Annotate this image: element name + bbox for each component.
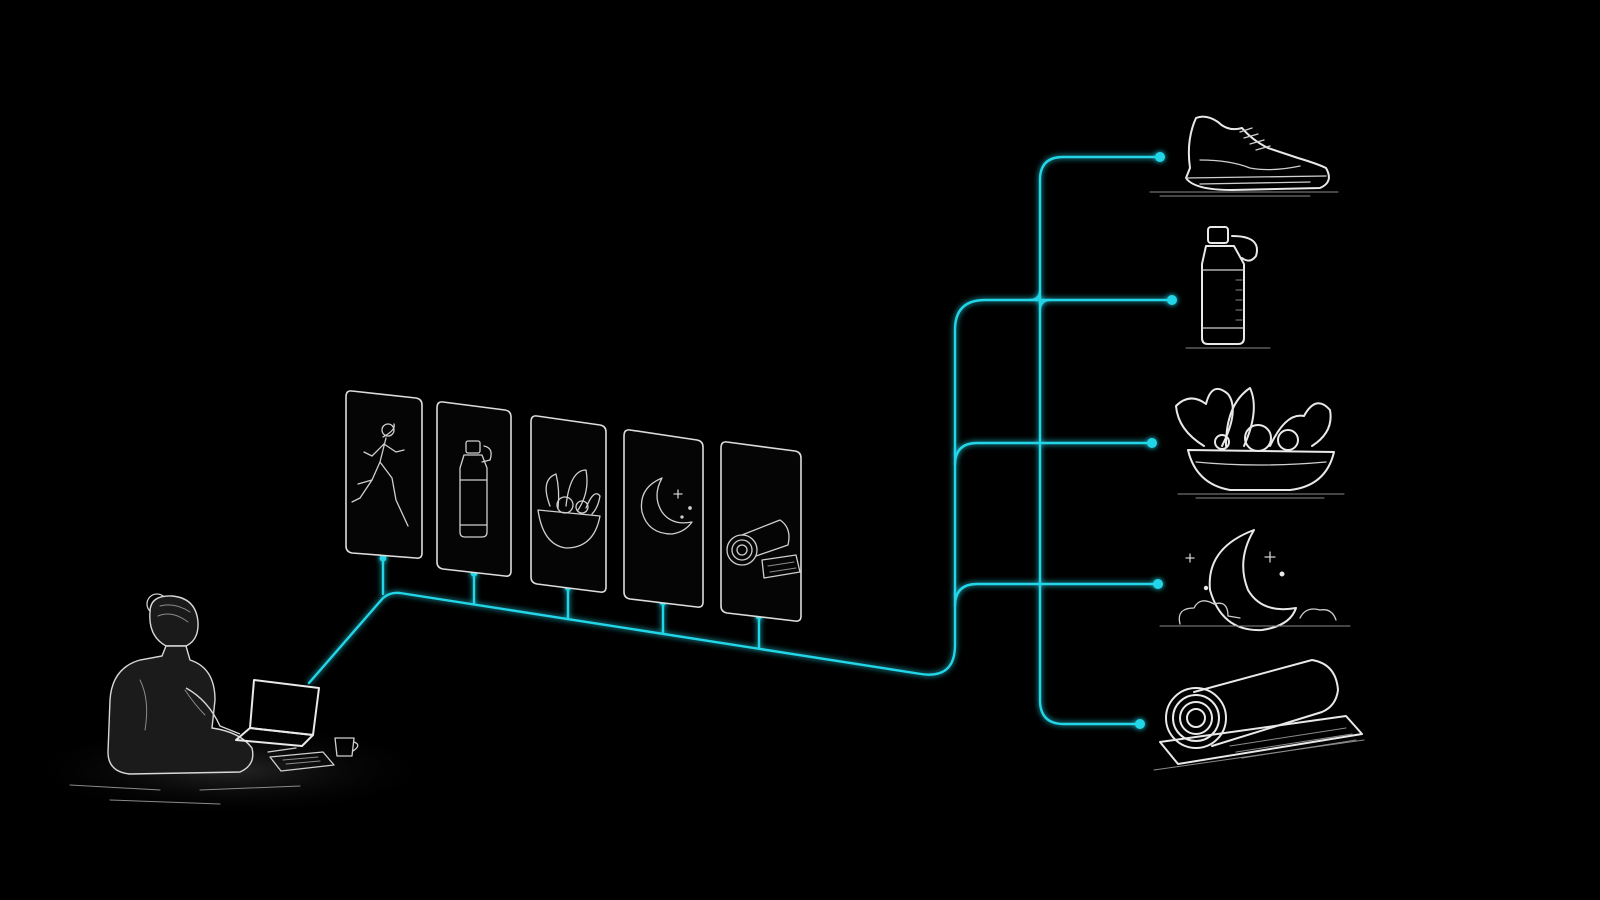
card-yoga-mat — [720, 441, 802, 622]
runner-icon — [351, 423, 409, 527]
wire-junction-1 — [1028, 288, 1052, 312]
card-salad-bowl — [530, 415, 607, 593]
node-out-bottle — [1167, 295, 1177, 305]
card-runner — [345, 390, 423, 559]
wire-trunk-right-vertical — [1038, 178, 1142, 726]
node-out-salad — [1147, 438, 1157, 448]
wire-trunk-right — [1038, 155, 1162, 182]
moon-stars-icon — [640, 477, 693, 535]
wire-laptop-to-bus — [307, 298, 1042, 685]
node-out-shoe — [1155, 152, 1165, 162]
running-shoe-icon — [1149, 115, 1339, 197]
person-at-laptop-icon — [20, 593, 440, 818]
node-out-mat — [1135, 719, 1145, 729]
output-salad-bowl-icon — [1175, 387, 1345, 499]
output-yoga-mat-icon — [1153, 659, 1365, 771]
water-bottle-icon — [459, 440, 492, 538]
output-water-bottle-icon — [1185, 226, 1271, 349]
wire-branch-moon — [953, 582, 1042, 608]
connector-wires — [307, 155, 1174, 726]
salad-bowl-icon — [537, 469, 601, 549]
card-moon — [623, 429, 704, 608]
moon-cloud-icon — [1159, 529, 1351, 632]
node-out-moon — [1153, 579, 1163, 589]
card-water-bottle — [436, 401, 512, 577]
yoga-mat-icon — [726, 519, 801, 579]
wire-branch-salad — [953, 441, 1042, 467]
